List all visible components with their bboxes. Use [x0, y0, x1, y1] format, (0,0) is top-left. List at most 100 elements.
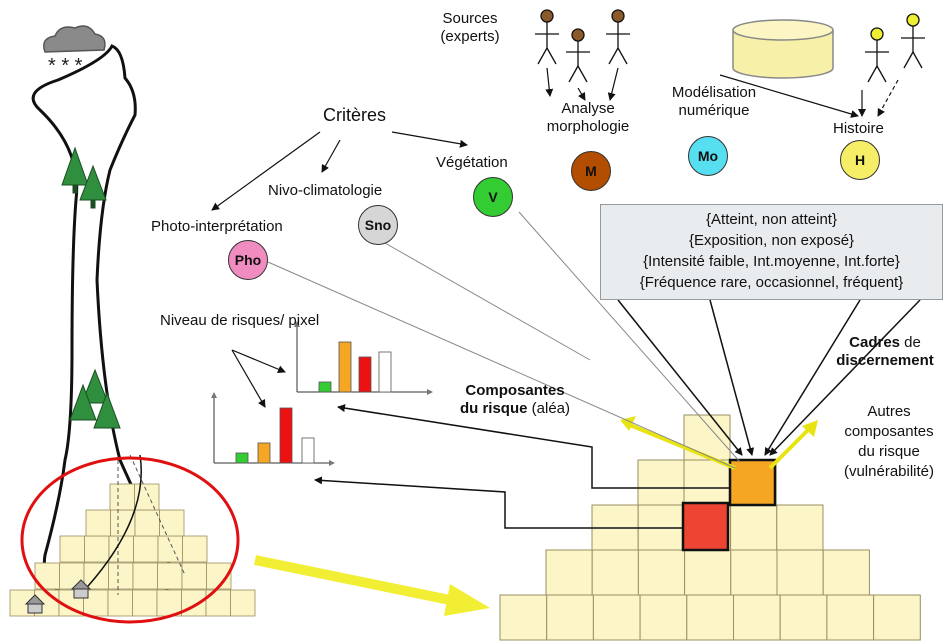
other-components-label: Autres composantes du risque (vulnérabil…	[828, 402, 950, 482]
pixel-cell	[776, 549, 824, 596]
pixel-cell	[683, 414, 731, 461]
pixel-cell	[733, 594, 781, 641]
small-pixel-cell	[108, 562, 134, 590]
chart-bar	[235, 452, 249, 464]
pixel-cell	[779, 594, 828, 641]
sources-line-1: Sources	[442, 10, 498, 27]
discernment-bold-2: discernement	[836, 352, 934, 369]
chart-bar	[358, 356, 372, 393]
hazard-components-label: Composantes du risque (aléa)	[440, 382, 590, 418]
small-pixel-cell	[133, 535, 159, 563]
hazard-components-rest: (aléa)	[531, 400, 571, 417]
chart-bar	[378, 351, 392, 393]
hazard-components-bold-2: du risque	[459, 400, 528, 417]
pixel-cell	[826, 594, 875, 641]
pixel-cell	[637, 549, 686, 596]
small-pixel-cell	[159, 509, 185, 537]
morphology-line-2: morphologie	[546, 118, 630, 135]
other-line-2: composantes	[844, 423, 934, 440]
criteria-arrows	[211, 131, 468, 408]
pixel-cell	[730, 504, 778, 551]
pixel-cell	[730, 549, 778, 596]
small-pixel-cell	[107, 589, 133, 617]
other-line-4: (vulnérabilité)	[843, 463, 935, 480]
discernment-sets-box: {Atteint, non atteint} {Exposition, non …	[600, 204, 943, 300]
small-pixel-cell	[230, 589, 256, 617]
component-arrows	[620, 416, 818, 470]
house-icon	[24, 579, 92, 614]
flow-line	[129, 454, 186, 576]
sources-label: Sources (experts)	[430, 10, 510, 46]
small-pixel-cell	[84, 535, 110, 563]
pixel-cell	[637, 459, 685, 506]
chart-bar	[301, 437, 315, 464]
pixel-cell	[873, 594, 921, 641]
risk-bar-chart-upper	[294, 321, 433, 395]
pixel-cell	[639, 594, 688, 641]
trees-lower-icon	[69, 368, 121, 429]
small-pixel-cell	[110, 509, 136, 537]
pixel-cell	[686, 594, 734, 641]
morphology-line-1: Analyse	[561, 100, 615, 117]
pixel-cell	[822, 549, 870, 596]
modelling-label: Modélisation numérique	[654, 84, 774, 120]
modelling-line-2: numérique	[678, 102, 750, 119]
v-badge: V	[473, 177, 513, 217]
set-exposure: {Exposition, non exposé}	[688, 232, 855, 249]
source-arrows	[545, 67, 899, 118]
pixel-cell	[776, 504, 824, 551]
pixel-cell	[545, 549, 593, 596]
small-pixel-cell	[157, 562, 183, 590]
vegetation-label: Végétation	[436, 154, 508, 171]
zoom-circle	[20, 456, 240, 624]
small-pixel-cell	[156, 589, 182, 617]
small-pixel-cell	[132, 562, 158, 590]
history-label: Histoire	[833, 120, 884, 137]
pixel-cell	[683, 459, 731, 506]
discernment-bold-1: Cadres	[849, 334, 900, 351]
large-pixel-grid	[499, 414, 921, 641]
chart-bar	[257, 442, 271, 464]
set-frequency: {Fréquence rare, occasionnel, fréquent}	[639, 274, 904, 291]
flow-line	[79, 454, 142, 596]
highlight-cell-red	[681, 501, 730, 552]
witness-figures-icon	[865, 13, 925, 83]
small-pixel-cell	[132, 589, 158, 617]
sno-badge: Sno	[358, 205, 398, 245]
small-pixel-cell	[59, 535, 85, 563]
pho-badge: Pho	[228, 240, 268, 280]
risk-level-label: Niveau de risques/ pixel	[160, 312, 320, 329]
trees-upper-icon	[61, 146, 107, 209]
modelling-line-1: Modélisation	[671, 84, 757, 101]
zoom-arrow	[253, 555, 490, 616]
criteria-lines	[267, 211, 741, 469]
pixel-cell	[592, 594, 641, 641]
h-badge: H	[840, 140, 880, 180]
discernment-rest: de	[904, 334, 921, 351]
pixel-cell	[546, 594, 594, 641]
chart-bar	[279, 407, 293, 464]
sources-line-2: (experts)	[440, 28, 500, 45]
small-pixel-cell	[85, 509, 111, 537]
hazard-components-bold-1: Composantes	[465, 382, 565, 399]
criteria-label: Critères	[323, 105, 387, 125]
discernment-label: Cadres de discernement	[820, 334, 950, 370]
database-icon	[732, 19, 834, 79]
photo-interpretation-label: Photo-interprétation	[151, 218, 283, 235]
nivo-climatology-label: Nivo-climatologie	[268, 182, 383, 199]
connector-arrows	[314, 299, 921, 529]
pixel-cell	[499, 594, 548, 641]
pixel-cell	[684, 549, 732, 596]
small-pixel-cell	[181, 562, 207, 590]
small-pixel-cell	[182, 535, 208, 563]
morphology-label: Analyse morphologie	[528, 100, 648, 136]
small-pixel-cell	[157, 535, 183, 563]
small-pixel-cell	[134, 509, 160, 537]
m-badge: M	[571, 151, 611, 191]
other-line-1: Autres	[867, 403, 911, 420]
highlight-cell-orange	[728, 458, 777, 507]
pixel-cell	[591, 549, 639, 596]
risk-bar-chart-lower	[211, 392, 335, 466]
